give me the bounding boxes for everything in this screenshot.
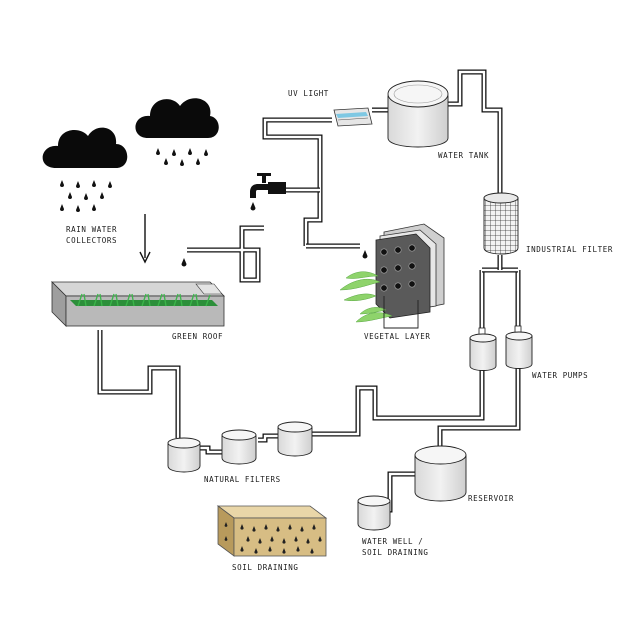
- natural-filter-3: [277, 421, 313, 457]
- label-reservoir: RESERVOIR: [468, 494, 514, 503]
- water-drop-icon: [181, 250, 368, 267]
- soil-draining-block: [216, 505, 328, 557]
- label-uv-light: UV LIGHT: [288, 89, 329, 98]
- label-rain-water-collectors-line1: RAIN WATER: [66, 225, 117, 234]
- faucet-icon: [250, 173, 286, 211]
- label-industrial-filter: INDUSTRIAL FILTER: [526, 245, 613, 254]
- water-well: [357, 495, 391, 531]
- label-water-well-line2: SOIL DRAINING: [362, 548, 429, 557]
- natural-filter-2: [221, 429, 257, 465]
- label-natural-filters: NATURAL FILTERS: [204, 475, 281, 484]
- rain-cloud-left-icon: [42, 127, 128, 212]
- pipes: [97, 69, 521, 513]
- water-pump-right: [505, 325, 533, 369]
- label-water-tank: WATER TANK: [438, 151, 489, 160]
- uv-light: [333, 107, 373, 127]
- vegetal-layer: [339, 223, 445, 329]
- green-roof: [51, 281, 225, 327]
- water-pump-left: [469, 327, 497, 371]
- natural-filter-1: [167, 437, 201, 473]
- label-soil-draining: SOIL DRAINING: [232, 563, 299, 572]
- down-arrow-icon: [139, 214, 151, 264]
- label-vegetal-layer: VEGETAL LAYER: [364, 332, 431, 341]
- reservoir: [414, 445, 467, 502]
- fern-icon: [339, 271, 393, 323]
- water-tank: [387, 80, 449, 148]
- industrial-filter: [483, 192, 519, 255]
- label-water-well-line1: WATER WELL /: [362, 537, 423, 546]
- label-water-pumps: WATER PUMPS: [532, 371, 588, 380]
- label-rain-water-collectors-line2: COLLECTORS: [66, 236, 117, 245]
- label-green-roof: GREEN ROOF: [172, 332, 223, 341]
- rain-cloud-right-icon: [135, 98, 219, 166]
